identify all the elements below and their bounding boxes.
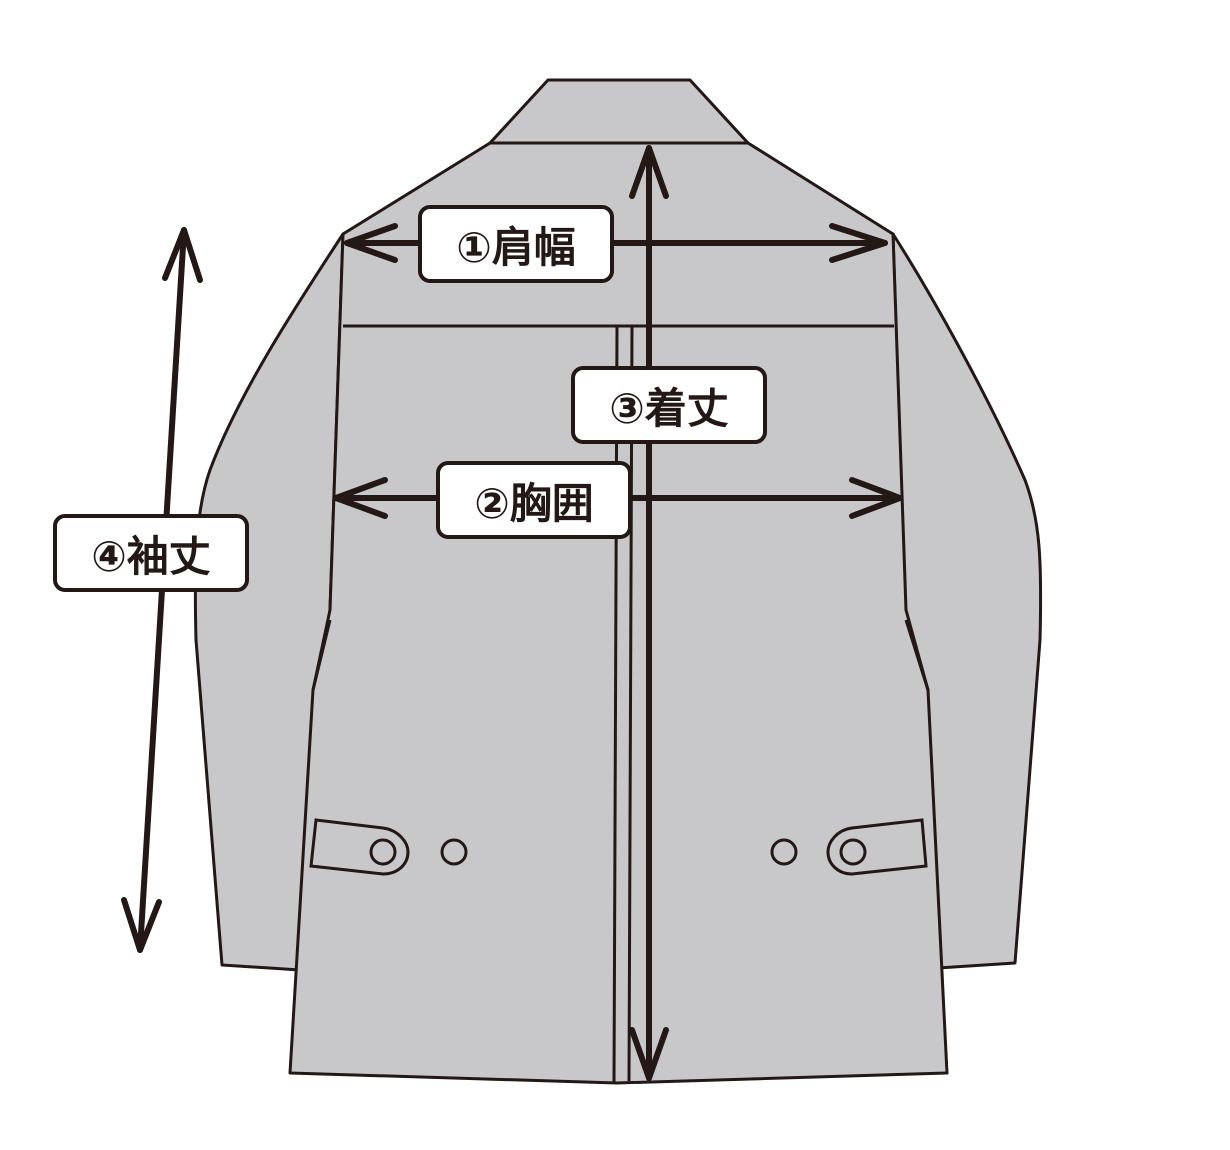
sleeve-arrowhead-bottom xyxy=(121,897,162,953)
center-seam-right xyxy=(627,325,634,1082)
left-extra-button xyxy=(440,838,468,866)
jacket-body xyxy=(288,141,949,1085)
right-extra-button xyxy=(770,838,798,866)
shoulder-arrowhead-right xyxy=(829,223,888,263)
chest-arrowhead-left xyxy=(333,477,388,519)
length-arrowhead-bottom xyxy=(629,1027,669,1081)
length-label: ③着丈 xyxy=(571,366,767,444)
shoulder-width-text: ①肩幅 xyxy=(456,222,576,272)
chest-text: ②胸囲 xyxy=(474,478,594,528)
chest-arrowhead-right xyxy=(849,477,903,519)
length-text: ③着丈 xyxy=(609,383,729,433)
chest-label: ②胸囲 xyxy=(436,461,632,539)
right-tab-button xyxy=(839,838,867,866)
shoulder-width-label: ①肩幅 xyxy=(418,205,614,283)
left-vent xyxy=(311,619,332,691)
sleeve-length-label: ④袖丈 xyxy=(53,514,249,592)
collar xyxy=(488,78,750,145)
shoulder-arrowhead-left xyxy=(344,223,398,263)
center-seam-left xyxy=(612,325,619,1084)
sleeve-arrowhead-top xyxy=(162,227,203,283)
sleeve-length-text: ④袖丈 xyxy=(91,531,211,581)
right-vent xyxy=(904,619,930,691)
length-arrowhead-top xyxy=(629,145,669,199)
left-tab-button xyxy=(369,838,397,866)
